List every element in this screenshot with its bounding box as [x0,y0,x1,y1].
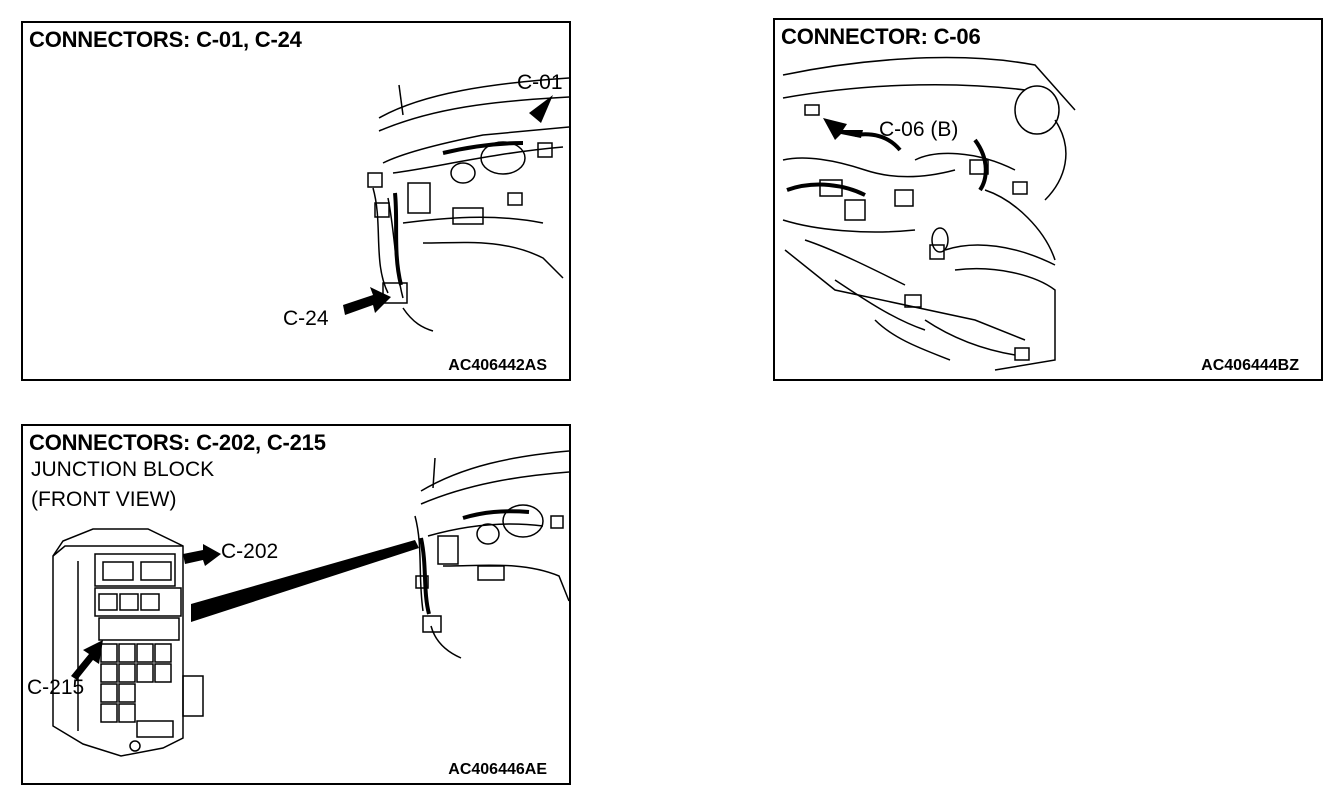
connector-label-c215: C-215 [27,676,85,699]
arrow-c215 [71,640,103,680]
diagram-panel-c06: CONNECTOR: C-06 C-06 (B) AC406444BZ [773,18,1323,381]
connector-label-c202: C-202 [221,540,279,563]
panel-title: CONNECTORS: C-01, C-24 [29,27,302,52]
junction-block-illustration [52,450,569,757]
arrow-c01 [529,95,553,123]
diagram-panel-c202-c215: CONNECTORS: C-202, C-215 JUNCTION BLOCK … [21,424,571,785]
arrow-c24 [343,287,391,315]
connector-label-c06: C-06 (B) [879,118,959,141]
subtitle-line-1: JUNCTION BLOCK [31,458,215,481]
panel-title: CONNECTORS: C-202, C-215 [29,430,326,455]
arrow-c06 [823,118,863,140]
figure-code: AC406446AE [448,761,547,778]
panel-title: CONNECTOR: C-06 [781,24,981,49]
connector-label-c01: C-01 [517,71,563,94]
connector-label-c24: C-24 [283,307,329,330]
dashboard-wiring-illustration [343,77,569,332]
console-wiring-illustration [782,56,1076,371]
figure-code: AC406444BZ [1201,357,1299,374]
subtitle-line-2: (FRONT VIEW) [31,488,177,511]
arrow-c202 [183,544,221,566]
leader-wedge [191,540,419,622]
diagram-panel-c01-c24: CONNECTORS: C-01, C-24 C-01 C-24 AC40644… [21,21,571,381]
figure-code: AC406442AS [448,357,547,374]
